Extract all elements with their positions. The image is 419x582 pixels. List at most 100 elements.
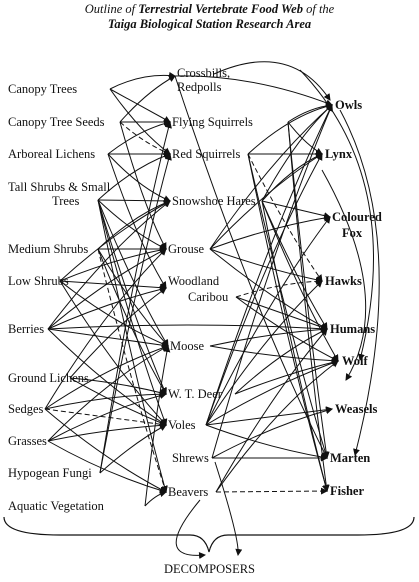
food-web-link — [287, 121, 330, 459]
food-web-link — [247, 153, 329, 459]
node-red-squirrels: Red Squirrels — [172, 147, 241, 161]
food-web-link — [47, 440, 167, 494]
food-web-link — [99, 424, 167, 474]
node-berries: Berries — [8, 322, 45, 336]
food-web-link — [287, 121, 330, 492]
food-web-link — [109, 88, 171, 123]
food-web-link — [47, 345, 169, 442]
food-web-link — [44, 408, 167, 428]
food-web-link — [44, 248, 167, 410]
food-web-link — [44, 344, 169, 410]
node-arboreal-lichens: Arboreal Lichens — [8, 147, 96, 161]
food-web-link — [261, 104, 333, 202]
node-humans: Humans — [330, 322, 376, 336]
food-web-link — [234, 359, 339, 395]
node-weasels: Weasels — [335, 402, 378, 416]
node-decomposers: DECOMPOSERS — [164, 562, 255, 576]
food-web-link — [119, 75, 176, 123]
food-web-link — [97, 199, 167, 395]
food-web-link — [205, 104, 333, 426]
node-coloured: Coloured — [332, 210, 382, 224]
food-web-link — [174, 75, 333, 107]
food-web-link — [59, 280, 169, 347]
food-web-link — [97, 199, 169, 347]
node-woodland: Woodland — [168, 274, 220, 288]
food-web-link — [235, 277, 323, 298]
food-web-link — [59, 280, 167, 426]
food-web-link — [205, 280, 323, 426]
food-web-link — [209, 214, 331, 250]
node-canopy-tree-seeds: Canopy Tree Seeds — [8, 115, 105, 129]
node-voles: Voles — [168, 418, 196, 432]
food-web-link — [59, 200, 171, 282]
node-hawks: Hawks — [325, 274, 362, 288]
food-web-link — [47, 324, 328, 333]
food-web-link — [339, 109, 380, 456]
node-fox: Fox — [342, 226, 363, 240]
node-tall-shrubs: Tall Shrubs & Small — [8, 180, 110, 194]
food-web-link — [235, 296, 339, 362]
food-web-link — [247, 103, 333, 155]
food-web-link — [209, 248, 328, 330]
food-web-link — [215, 328, 328, 493]
node-low-shrubs: Low Shrubs — [8, 274, 69, 288]
food-web-link — [119, 121, 167, 250]
food-web-link — [247, 153, 323, 282]
node-aquatic-vegetation: Aquatic Vegetation — [8, 499, 104, 513]
food-web-link — [97, 199, 168, 426]
food-web-link — [234, 328, 328, 395]
node-caribou: Caribou — [188, 290, 229, 304]
food-web-link — [215, 487, 328, 495]
food-web-link — [97, 199, 171, 250]
node-flying-squirrels: Flying Squirrels — [172, 115, 253, 129]
node-crossbills: Crossbills, — [177, 66, 231, 80]
food-web-link — [59, 280, 167, 292]
food-web-link — [211, 104, 333, 459]
node-fisher: Fisher — [330, 484, 365, 498]
food-web-link — [209, 104, 333, 250]
food-web-link — [213, 61, 331, 101]
food-web-link — [209, 325, 328, 347]
node-moose: Moose — [170, 339, 205, 353]
node-wolf: Wolf — [342, 354, 368, 368]
food-web-link — [144, 345, 171, 507]
food-web-link — [97, 248, 168, 493]
food-web-link — [47, 392, 167, 442]
food-web-link — [205, 153, 323, 426]
node-grasses: Grasses — [8, 434, 47, 448]
food-web-link — [205, 359, 339, 426]
node-redpolls: Redpolls — [177, 80, 222, 94]
food-web-link — [47, 200, 171, 330]
node-tall-shrubs-line2: Trees — [52, 194, 80, 208]
node-tall-shrubs-line1: Tall Shrubs & Small — [8, 180, 111, 194]
food-web-link — [209, 248, 323, 284]
food-web-link — [209, 345, 339, 365]
food-web-link — [261, 200, 329, 492]
food-web-link — [211, 407, 333, 459]
food-web-link — [99, 153, 172, 474]
food-web-link — [174, 75, 328, 459]
node-marten: Marten — [330, 451, 371, 465]
node-grouse: Grouse — [168, 242, 205, 256]
food-web-link — [214, 461, 243, 556]
food-web-link — [69, 287, 167, 379]
food-web-link — [97, 199, 167, 250]
node-beavers: Beavers — [168, 485, 209, 499]
food-web-link — [59, 246, 167, 282]
food-web-link — [107, 120, 171, 155]
food-web-link — [247, 153, 329, 492]
food-web-link — [97, 199, 168, 493]
food-web-link — [144, 490, 167, 507]
node-wt-deer: W. T. Deer — [168, 387, 222, 401]
food-web-link — [69, 377, 167, 396]
node-shrews: Shrews — [172, 451, 209, 465]
food-web-link — [47, 248, 167, 330]
node-canopy-trees: Canopy Trees — [8, 82, 78, 96]
node-ground-lichens: Ground Lichens — [8, 371, 89, 385]
node-owls: Owls — [335, 98, 363, 112]
node-medium-shrubs: Medium Shrubs — [8, 242, 89, 256]
food-web-link — [205, 406, 333, 426]
food-web-link — [215, 360, 339, 493]
